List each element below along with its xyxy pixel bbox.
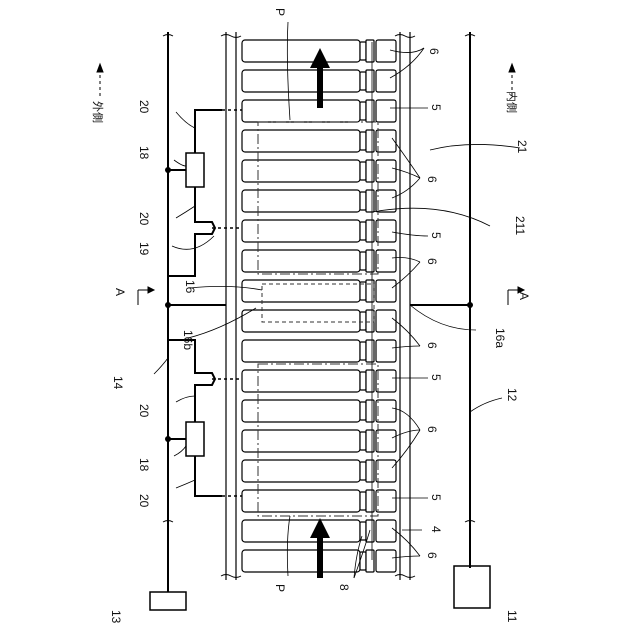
ref-16: 16 [183,280,197,294]
ref-6: 6 [425,426,439,433]
battery-cell [242,340,396,362]
battery-cell [242,310,396,332]
break-mark [395,35,415,38]
junction-dot [165,436,171,442]
ref-5: 5 [429,374,443,381]
ref-p-bottom: P [273,584,287,592]
ref-13: 13 [109,610,123,624]
box-11 [454,566,490,608]
ref-18: 18 [137,146,151,160]
ref-12: 12 [505,388,519,402]
battery-cell [242,460,396,482]
unit-18-top [186,153,204,187]
ref-16b: 16b [181,330,195,350]
battery-cell [242,490,396,512]
box-13 [150,592,186,610]
ref-20: 20 [137,494,151,508]
ref-20: 20 [137,404,151,418]
break-mark [221,35,241,38]
label-outer-side: 外側 [91,101,104,123]
break-mark [395,575,415,578]
ref-4: 4 [429,526,443,533]
label-inner-side: 内側 [505,91,519,113]
ref-5: 5 [429,232,443,239]
break-mark [221,575,241,578]
battery-cell [242,280,396,302]
ref-19: 19 [137,242,151,256]
ref-6: 6 [427,48,441,55]
ref-5: 5 [429,104,443,111]
ref-11: 11 [505,610,519,623]
ref-20: 20 [137,100,151,114]
junction-dot [467,302,473,308]
ref-16a: 16a [493,328,507,348]
ref-6: 6 [425,552,439,559]
ref-8: 8 [337,584,351,591]
cell-stack [242,40,396,572]
battery-cell [242,160,396,182]
battery-cell [242,430,396,452]
outer-direction-arrow [97,64,103,96]
battery-cell [242,250,396,272]
section-a-left [138,287,154,305]
unit-18-bottom [186,422,204,456]
wiring-20-dashed [212,110,242,496]
battery-cell [242,400,396,422]
ref-a-right: A [517,292,531,300]
ref-6: 6 [425,342,439,349]
ref-a-left: A [113,288,127,296]
battery-cell [242,370,396,392]
ref-211: 211 [513,216,527,235]
battery-cell [242,130,396,152]
battery-cell [242,190,396,212]
ref-21: 21 [515,140,529,154]
battery-cell [242,220,396,242]
ref-14: 14 [111,376,125,390]
ref-6: 6 [425,258,439,265]
ref-p-top: P [273,8,287,16]
ref-6: 6 [425,176,439,183]
junction-dot [165,302,171,308]
ref-18: 18 [137,458,151,472]
ref-20: 20 [137,212,151,226]
junction-dot [165,167,171,173]
ref-5: 5 [429,494,443,501]
